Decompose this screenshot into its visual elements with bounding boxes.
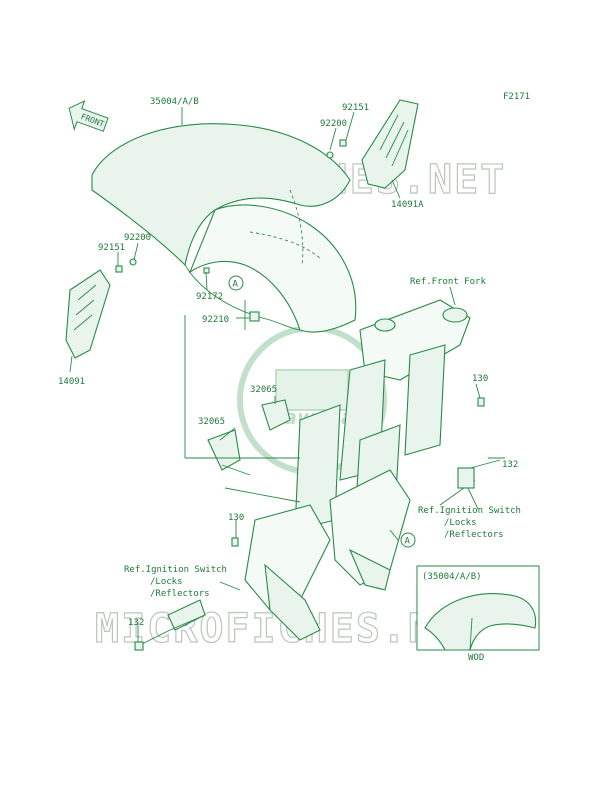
callout-132-right: 132 xyxy=(502,460,518,470)
ref-ignition-right-1: Ref.Ignition Switch xyxy=(418,506,521,516)
callout-130-right: 130 xyxy=(472,374,488,384)
bracket-32065 xyxy=(207,399,291,476)
callout-32065-b: 32065 xyxy=(198,417,225,427)
ref-ignition-left-2: /Locks xyxy=(150,577,183,587)
ref-ignition-left-3: /Reflectors xyxy=(150,589,210,599)
svg-text:A: A xyxy=(405,537,411,547)
side-cover-14091 xyxy=(65,269,111,359)
marker-a-top: A xyxy=(228,275,244,291)
bolt-icon xyxy=(115,139,485,547)
svg-text:A: A xyxy=(233,280,239,290)
callout-92200-left: 92200 xyxy=(124,233,151,243)
figure-code: F2171 xyxy=(503,92,530,102)
callout-132-left: 132 xyxy=(128,618,144,628)
inset-title: (35004/A/B) xyxy=(422,572,482,582)
callout-35004: 35004/A/B xyxy=(150,97,199,107)
callout-92200-top: 92200 xyxy=(320,119,347,129)
callout-14091A: 14091A xyxy=(391,200,424,210)
ref-ignition-left-1: Ref.Ignition Switch xyxy=(124,565,227,575)
front-arrow-icon: FRONT xyxy=(68,100,109,132)
ignition-cover-left xyxy=(134,599,206,651)
side-cover-14091A xyxy=(361,99,419,189)
inset-box: (35004/A/B) WOD xyxy=(416,565,540,663)
leader-lines xyxy=(69,107,481,642)
front-fork-assembly xyxy=(244,299,505,641)
ref-ignition-right-2: /Locks xyxy=(444,518,477,528)
ref-ignition-right-3: /Reflectors xyxy=(444,530,504,540)
ref-front-fork: Ref.Front Fork xyxy=(410,277,486,287)
callout-92172: 92172 xyxy=(196,292,223,302)
callout-92210: 92210 xyxy=(202,315,229,325)
callout-92151-left: 92151 xyxy=(98,243,125,253)
callout-14091: 14091 xyxy=(58,377,85,387)
callout-32065-a: 32065 xyxy=(250,385,277,395)
callout-92151-top: 92151 xyxy=(342,103,369,113)
front-fender xyxy=(91,123,357,333)
marker-a-bottom: A xyxy=(400,532,416,548)
callout-130-left: 130 xyxy=(228,513,244,523)
inset-caption: WOD xyxy=(468,653,484,663)
